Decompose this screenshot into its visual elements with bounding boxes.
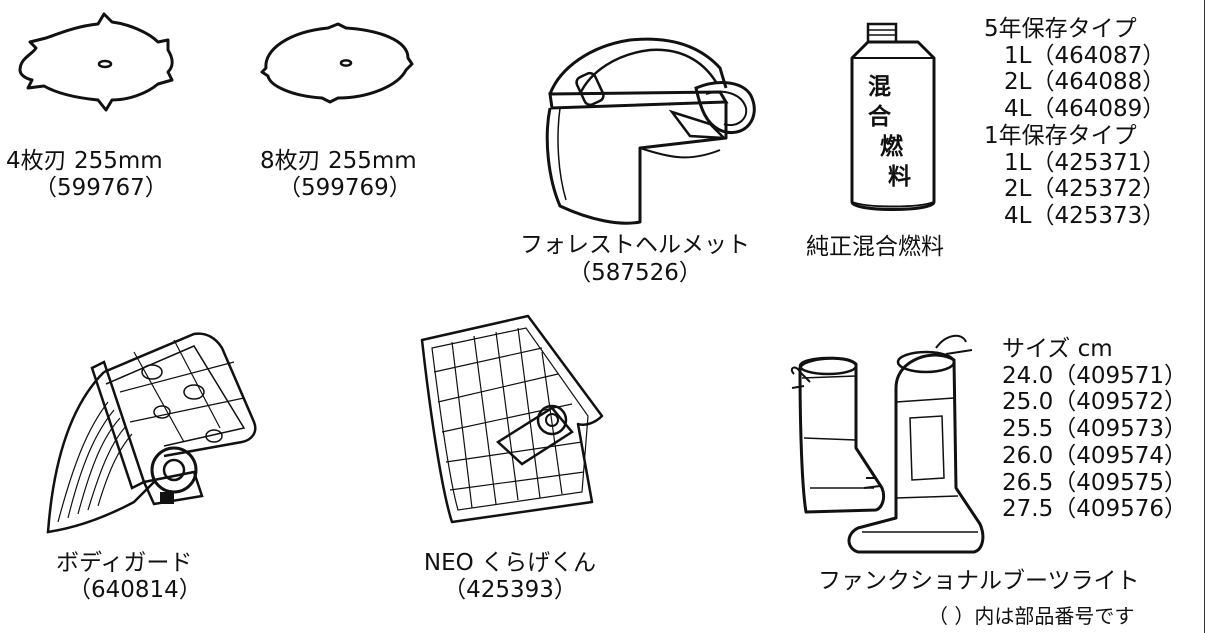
boots-size-27-5: 27.5（409576） xyxy=(1002,496,1188,523)
8-tooth-blade-part-number: （599769） xyxy=(278,175,412,201)
neo-kurage-guard-icon xyxy=(412,312,612,532)
fuel-group-1yr-title: 1年保存タイプ xyxy=(984,122,1137,149)
fuel-1yr-4l: 4L（425373） xyxy=(1004,202,1166,229)
forest-helmet-part-number: （587526） xyxy=(568,260,702,286)
fuel-part-list: 5年保存タイプ 1L（464087） 2L（464088） 4L（464089）… xyxy=(984,16,1165,230)
fuel-1yr-2l: 2L（425372） xyxy=(1004,176,1166,203)
forest-helmet-name: フォレストヘルメット xyxy=(520,232,750,258)
functional-boots-icon xyxy=(786,328,996,563)
body-guard-name: ボディガード xyxy=(56,550,193,576)
8-tooth-blade-icon xyxy=(258,16,418,106)
boots-size-25-0: 25.0（409572） xyxy=(1002,389,1188,416)
can-char-1: 混 xyxy=(868,74,891,100)
page-edge-divider xyxy=(1204,0,1205,633)
body-guard-icon xyxy=(44,332,264,542)
fuel-group-5yr-title: 5年保存タイプ xyxy=(984,16,1137,42)
fuel-can-icon: 混 合 燃 料 xyxy=(838,22,950,218)
can-char-2: 合 xyxy=(868,103,892,130)
8-tooth-blade-name: 8枚刃 255mm xyxy=(260,148,417,174)
4-tooth-blade-icon xyxy=(8,8,178,112)
neo-kurage-name: NEO くらげくん xyxy=(423,550,597,576)
4-tooth-blade-name: 4枚刃 255mm xyxy=(6,148,163,174)
boots-size-26-0: 26.0（409574） xyxy=(1002,442,1188,469)
boots-size-26-5: 26.5（409575） xyxy=(1002,469,1188,496)
boots-name: ファンクショナルブーツライト xyxy=(818,568,1140,594)
boots-size-25-5: 25.5（409573） xyxy=(1002,416,1188,443)
fuel-1yr-1l: 1L（425371） xyxy=(1004,149,1166,176)
boots-size-24-0: 24.0（409571） xyxy=(1002,362,1188,389)
fuel-name: 純正混合燃料 xyxy=(806,234,944,260)
boots-size-list: サイズ cm 24.0（409571） 25.0（409572） 25.5（40… xyxy=(1002,336,1187,523)
4-tooth-blade-part-number: （599767） xyxy=(34,175,168,201)
neo-kurage-part-number: （425393） xyxy=(443,577,577,603)
fuel-5yr-2l: 2L（464088） xyxy=(1004,69,1166,96)
part-number-footnote: （ ）内は部品番号です xyxy=(928,604,1135,628)
can-char-3: 燃 xyxy=(880,133,904,160)
fuel-5yr-4l: 4L（464089） xyxy=(1004,96,1166,123)
fuel-5yr-1l: 1L（464087） xyxy=(1004,42,1166,69)
can-char-4: 料 xyxy=(888,164,911,190)
body-guard-part-number: （640814） xyxy=(68,577,202,603)
boots-size-header: サイズ cm xyxy=(1002,336,1113,362)
forest-helmet-icon xyxy=(520,28,770,228)
